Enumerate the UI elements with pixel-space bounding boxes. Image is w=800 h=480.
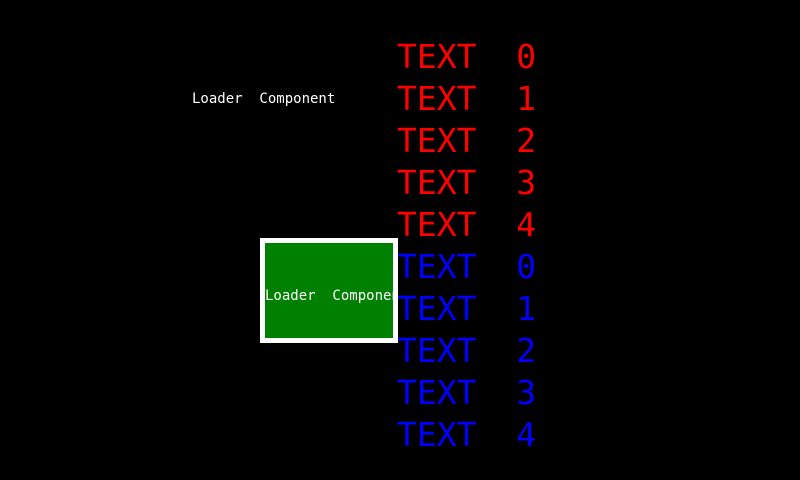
text-row[interactable]: TEXT 2: [397, 121, 537, 160]
text-row[interactable]: TEXT 3: [397, 163, 537, 202]
text-row[interactable]: TEXT 4: [397, 205, 537, 244]
text-row[interactable]: TEXT 4: [397, 415, 537, 454]
text-row[interactable]: TEXT 0: [397, 37, 537, 76]
loader-box-label: Loader Component: [265, 288, 398, 304]
text-row[interactable]: TEXT 1: [397, 289, 537, 328]
text-row[interactable]: TEXT 2: [397, 331, 537, 370]
text-row[interactable]: TEXT 1: [397, 79, 537, 118]
loader-component-box[interactable]: Loader Component: [260, 238, 398, 343]
loader-component-label: Loader Component: [192, 91, 336, 107]
text-row[interactable]: TEXT 0: [397, 247, 537, 286]
text-row[interactable]: TEXT 3: [397, 373, 537, 412]
